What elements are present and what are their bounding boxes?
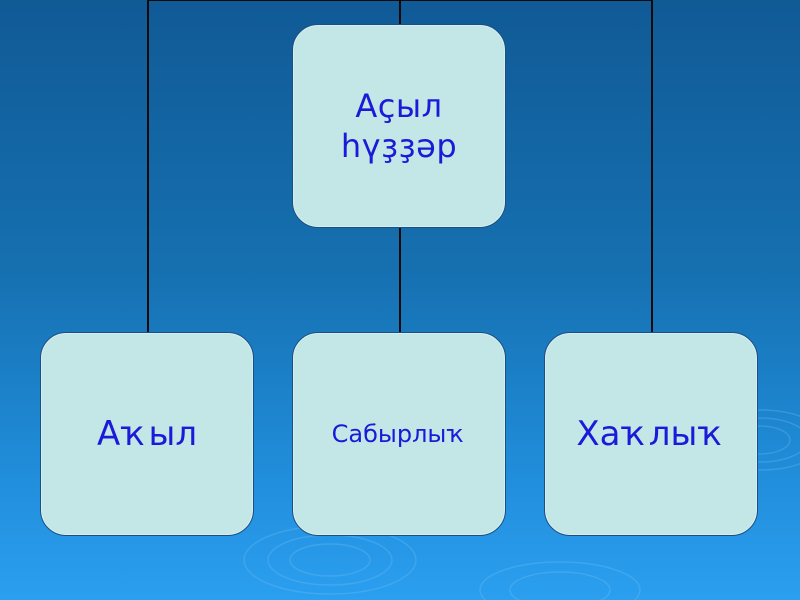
node-middle-label: Сабырлыҡ bbox=[331, 420, 467, 448]
node-top-line1: Аҫыл bbox=[355, 87, 443, 125]
node-right-label: Хаҡлыҡ bbox=[576, 414, 726, 454]
node-top-label: Аҫыл һүҙҙәр bbox=[341, 86, 457, 166]
node-middle: Сабырлыҡ bbox=[292, 332, 506, 536]
node-left-label: Аҡыл bbox=[96, 414, 198, 454]
node-top-line2: һүҙҙәр bbox=[340, 127, 458, 165]
node-top: Аҫыл һүҙҙәр bbox=[292, 24, 506, 228]
node-right: Хаҡлыҡ bbox=[544, 332, 758, 536]
node-left: Аҡыл bbox=[40, 332, 254, 536]
